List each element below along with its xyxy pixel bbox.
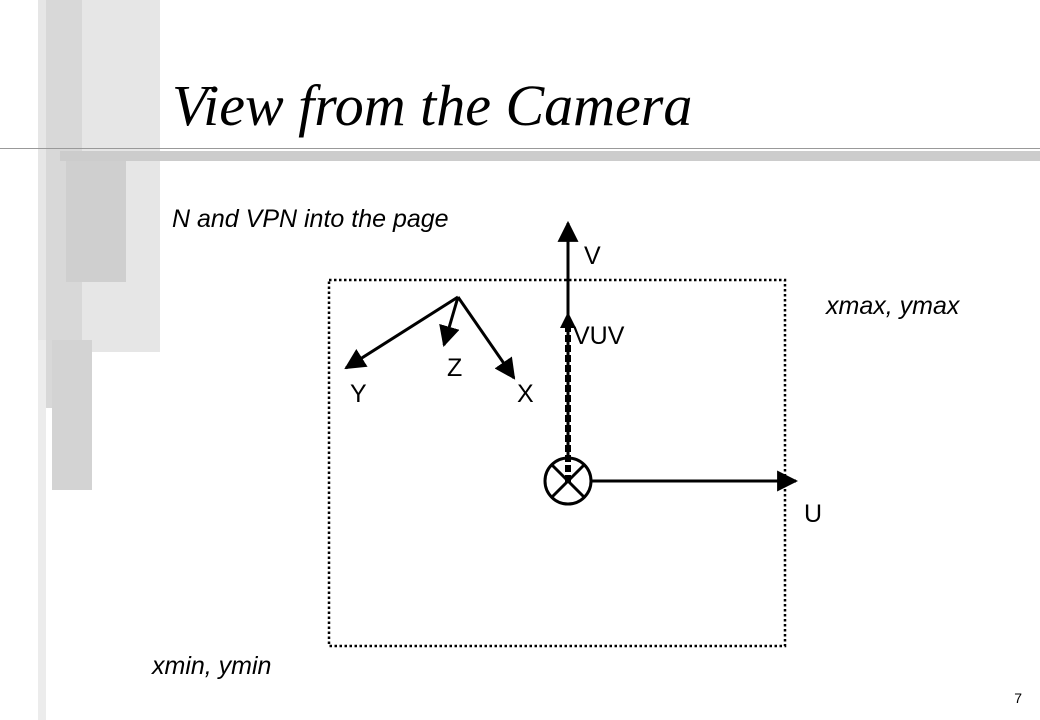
title-rule-thin <box>0 148 1040 149</box>
min-corner-label: xmin, ymin <box>152 652 272 680</box>
z-axis <box>439 296 460 348</box>
v-label: V <box>584 242 601 270</box>
x-axis <box>456 296 516 380</box>
max-corner-label: xmax, ymax <box>826 292 960 320</box>
y-axis <box>344 295 459 370</box>
into-page-cross-2 <box>550 463 586 499</box>
page-number: 7 <box>1014 690 1022 706</box>
u-label: U <box>804 500 823 528</box>
decor-bar-4 <box>52 340 92 490</box>
decor-bar-5 <box>38 340 46 720</box>
caption-label: N and VPN into the page <box>172 205 449 233</box>
vuv-label: VUV <box>573 322 625 350</box>
vuv-arrowhead <box>560 312 576 328</box>
into-page-circle <box>543 456 593 506</box>
title-rule-thick <box>60 151 1040 161</box>
z-label: Z <box>447 354 463 382</box>
y-label: Y <box>350 380 367 408</box>
decor-bar-3 <box>66 160 126 282</box>
page-title: View from the Camera <box>172 73 693 138</box>
x-label: X <box>517 380 534 408</box>
view-window <box>327 278 787 648</box>
